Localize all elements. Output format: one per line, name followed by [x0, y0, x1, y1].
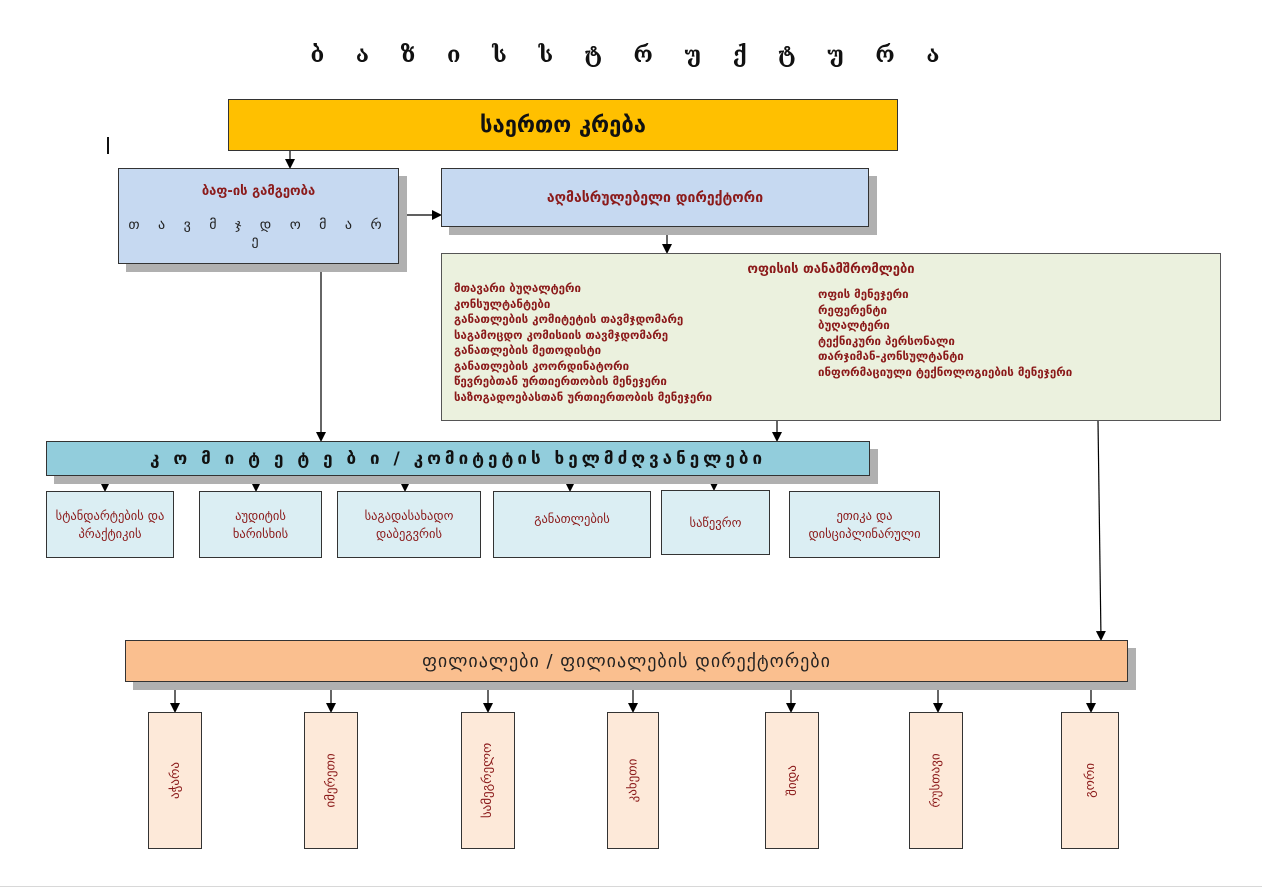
committee-label: საწევრო [689, 514, 742, 530]
office-staff-box: ოფისის თანამშრომლები მთავარი ბუღალტერი კ… [441, 253, 1221, 421]
committee-label: განათლების [534, 511, 610, 526]
committee-ethics: ეთიკა და დისციპლინარული [789, 491, 940, 558]
text-cursor [107, 137, 109, 154]
staff-item: თარჯიმან-კონსულტანტი [818, 349, 964, 363]
branch-label: გორი [1082, 763, 1098, 798]
committee-membership: საწევრო [661, 490, 770, 555]
staff-item: ოფის მენეჯერი [818, 287, 909, 301]
executive-director-box: აღმასრულებელი დირექტორი [441, 168, 869, 227]
general-assembly-box: საერთო კრება [228, 99, 898, 151]
arrow-staff-branches [1095, 420, 1106, 641]
branch-gori: გორი [1061, 712, 1119, 849]
office-staff-right-column: ოფის მენეჯერი რეფერენტი ბუღალტერი ტექნიკ… [818, 287, 1072, 380]
board-name: ბაფ-ის გამგეობა [201, 183, 316, 199]
branch-label: იმერეთი [323, 753, 339, 808]
staff-item: განათლების კომიტეტის თავმჯდომარე [454, 312, 684, 326]
committee-label: სტანდარტების და პრაქტიკის [55, 507, 165, 541]
branch-label: კახეთი [625, 758, 641, 803]
staff-item: განათლების მეთოდისტი [454, 343, 602, 357]
branch-shida: შიდა [765, 712, 819, 849]
staff-item: საგამოცდო კომისიის თავმჯდომარე [454, 327, 669, 342]
branch-label: შიდა [784, 765, 800, 796]
office-staff-title: ოფისის თანამშრომლები [747, 262, 915, 277]
page-bottom-border [0, 886, 1262, 887]
branch-label: აჭარა [167, 762, 183, 799]
branch-adjara: აჭარა [148, 712, 202, 849]
staff-item: ტექნიკური პერსონალი [818, 333, 955, 348]
page-title: ბ ა ზ ი ს ს ტ რ უ ქ ტ უ რ ა [310, 42, 952, 68]
staff-item: მთავარი ბუღალტერი [454, 281, 581, 295]
staff-item: განათლების კოორდინატორი [454, 358, 630, 373]
office-staff-left-column: მთავარი ბუღალტერი კონსულტანტები განათლებ… [454, 281, 712, 405]
staff-item: საზოგადოებასთან ურთიერთობის მენეჯერი [454, 389, 713, 404]
committee-label: ეთიკა და დისციპლინარული [808, 507, 921, 541]
committee-standards: სტანდარტების და პრაქტიკის [46, 491, 174, 558]
staff-item: ბუღალტერი [818, 318, 890, 332]
branch-samegrelo: სამეგრელო [461, 712, 515, 849]
staff-item: ინფორმაციული ტექნოლოგიების მენეჯერი [818, 364, 1073, 379]
committee-audit-quality: აუდიტის ხარისხის [199, 491, 322, 558]
committee-label: აუდიტის ხარისხის [232, 507, 289, 541]
staff-item: წევრებთან ურთიერთობის მენეჯერი [454, 374, 667, 388]
board-chair: თ ა ვ მ ჯ დ ო მ ა რ ე [128, 216, 389, 249]
staff-item: რეფერენტი [818, 302, 887, 317]
committee-education: განათლების [493, 491, 651, 558]
committee-label: საგადასახადო დაბეგვრის [364, 507, 454, 541]
staff-item: კონსულტანტები [454, 296, 551, 311]
committees-bar: კ ო მ ი ტ ე ტ ე ბ ი / კომიტეტის ხელმძღვა… [46, 441, 870, 476]
branch-imereti: იმერეთი [304, 712, 358, 849]
branch-label: რუსთავი [928, 753, 944, 808]
branch-rustavi: რუსთავი [909, 712, 963, 849]
committee-taxation: საგადასახადო დაბეგვრის [337, 491, 481, 558]
branch-label: სამეგრელო [480, 742, 496, 819]
branch-kakheti: კახეთი [607, 712, 659, 849]
board-box: ბაფ-ის გამგეობა თ ა ვ მ ჯ დ ო მ ა რ ე [118, 168, 399, 264]
branches-bar: ფილიალები / ფილიალების დირექტორები [125, 640, 1128, 682]
